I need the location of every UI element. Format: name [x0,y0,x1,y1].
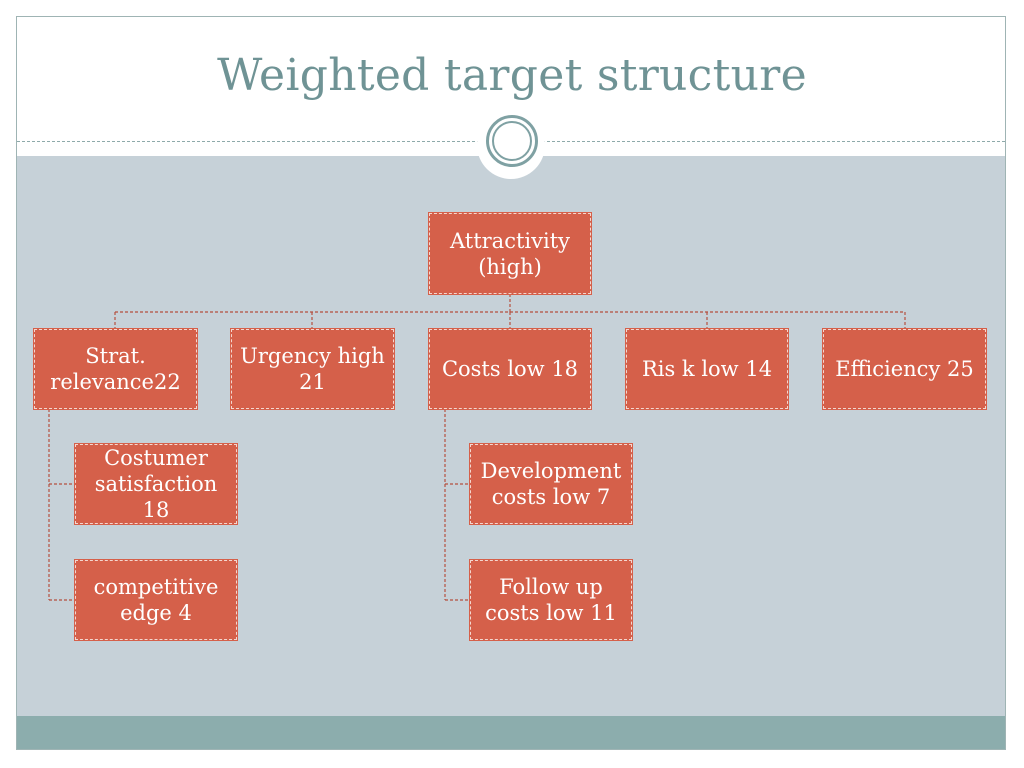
node-efficiency: Efficiency 25 [823,329,986,409]
node-development-costs: Development costs low 7 [470,444,632,524]
footer-bar [17,716,1005,749]
node-risk: Ris k low 14 [626,329,788,409]
node-attractivity: Attractivity (high) [429,213,591,294]
node-customer-satisfaction: Costumer satisfaction 18 [75,444,237,524]
node-competitive-edge: competitive edge 4 [75,560,237,640]
node-urgency: Urgency high 21 [231,329,394,409]
node-strat-relevance: Strat. relevance22 [34,329,197,409]
node-costs: Costs low 18 [429,329,591,409]
node-followup-costs: Follow up costs low 11 [470,560,632,640]
decorative-ring-inner [492,121,532,161]
slide-title: Weighted target structure [217,50,807,101]
